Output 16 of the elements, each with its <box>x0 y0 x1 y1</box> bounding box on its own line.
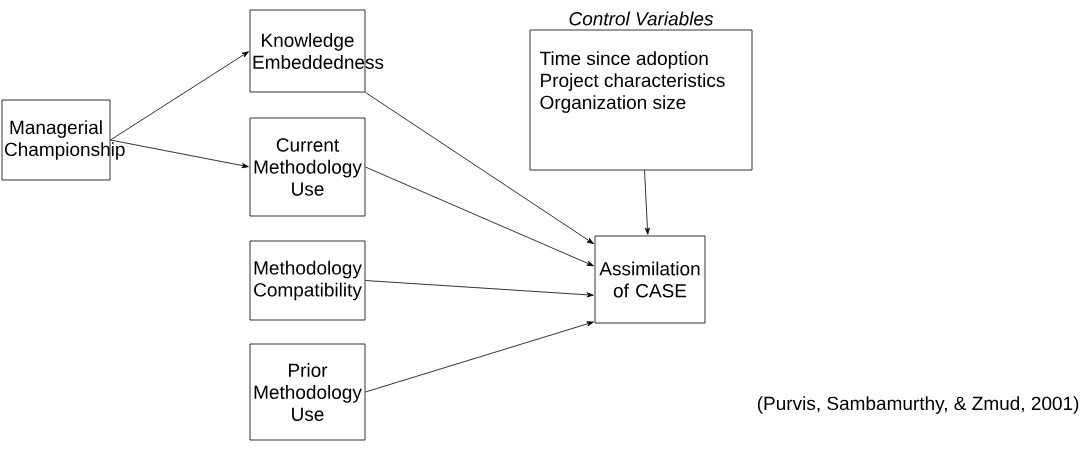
arrow <box>365 92 594 245</box>
box: Assimilation of CASE <box>594 235 706 324</box>
heading: Control Variables <box>569 11 714 26</box>
box: Knowledge Embeddedness <box>249 9 384 93</box>
arrow <box>110 139 249 169</box>
box: Time since adoption Project characteristics Organization size <box>529 29 753 171</box>
box: Managerial Championship <box>1 99 125 181</box>
arrow <box>110 51 249 141</box>
arrow <box>365 280 594 298</box>
arrow <box>365 321 594 393</box>
arrow <box>644 170 650 235</box>
box: Current Methodology Use <box>249 117 366 217</box>
citation: (Purvis, Sambamurthy, & Zmud, 2001) <box>757 396 1079 414</box>
box: Methodology Compatibility <box>249 240 366 321</box>
arrow <box>365 166 594 267</box>
box: Prior Methodology Use <box>249 343 366 441</box>
